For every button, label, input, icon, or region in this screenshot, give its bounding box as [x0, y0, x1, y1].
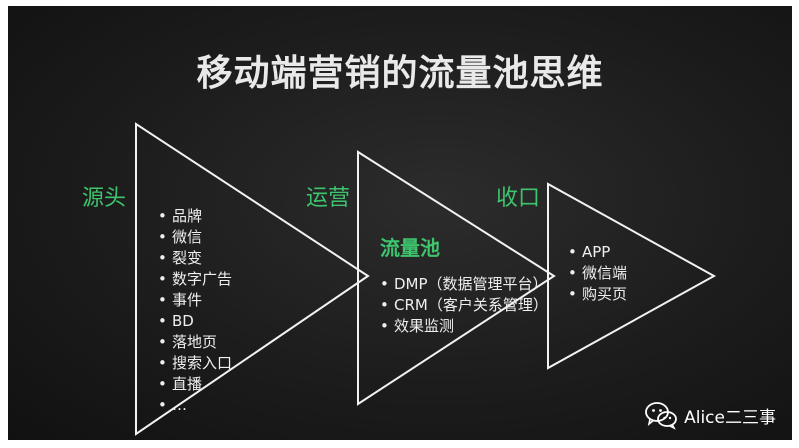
list-item: BD [158, 311, 318, 332]
closing-list: APP 微信端 购买页 [568, 242, 668, 305]
list-item: 直播 [158, 374, 318, 395]
list-item: APP [568, 242, 668, 263]
source-list: 品牌 微信 裂变 数字广告 事件 BD 落地页 搜索入口 直播 … [158, 206, 318, 416]
list-item: CRM（客户关系管理） [380, 295, 548, 316]
watermark-text: Alice二三事 [684, 407, 776, 428]
list-item: 裂变 [158, 248, 318, 269]
stage-label-source: 源头 [82, 186, 127, 211]
list-item: … [158, 395, 318, 416]
triangle-closing [547, 182, 717, 370]
list-item: 事件 [158, 290, 318, 311]
funnel-triangles [135, 122, 717, 436]
wechat-icon [645, 402, 678, 430]
list-item: 落地页 [158, 332, 318, 353]
list-item: DMP（数据管理平台） [380, 274, 548, 295]
triangle-operation [357, 150, 556, 406]
watermark: Alice二三事 [644, 400, 776, 430]
list-item: 数字广告 [158, 269, 318, 290]
list-item: 微信 [158, 227, 318, 248]
stage-label-closing: 收口 [496, 186, 541, 211]
operation-list: DMP（数据管理平台） CRM（客户关系管理） 效果监测 [380, 274, 548, 337]
list-item: 购买页 [568, 284, 668, 305]
slide: 移动端营销的流量池思维 源头 运营 收口 品牌 微信 裂变 数字广告 事件 BD… [8, 6, 792, 440]
list-item: 搜索入口 [158, 353, 318, 374]
list-item: 微信端 [568, 263, 668, 284]
list-item: 效果监测 [380, 316, 548, 337]
list-item: 品牌 [158, 206, 318, 227]
slide-title: 移动端营销的流量池思维 [196, 53, 604, 94]
pool-title: 流量池 [380, 236, 440, 260]
